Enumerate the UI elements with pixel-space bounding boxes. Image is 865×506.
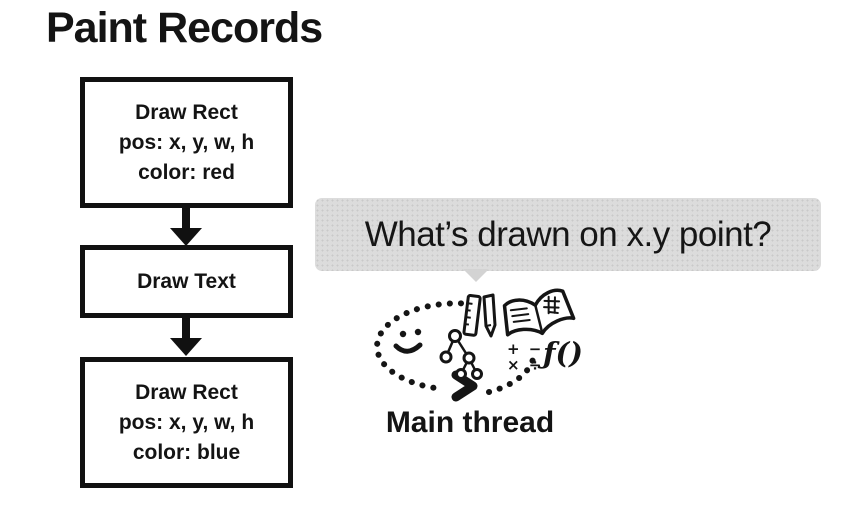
- flow-arrow-down: [170, 318, 202, 356]
- svg-text:ƒ(): ƒ(): [537, 336, 583, 370]
- box-line: Draw Rect: [135, 100, 238, 124]
- tree-diagram-icon: [439, 329, 483, 380]
- arrow-shaft: [182, 318, 190, 338]
- ruler-icon: [462, 294, 482, 337]
- box-line: Draw Text: [137, 269, 236, 293]
- arrow-head-icon: [170, 338, 202, 356]
- flow-arrow-down: [170, 208, 202, 246]
- box-line: Draw Rect: [135, 380, 238, 404]
- flow-box-draw-text: Draw Text: [80, 245, 293, 318]
- main-thread-label: Main thread: [385, 406, 555, 439]
- speech-bubble-text: What’s drawn on x.y point?: [364, 214, 772, 254]
- arrow-head-icon: [170, 228, 202, 246]
- open-book-icon: [502, 288, 576, 337]
- box-line: color: blue: [132, 440, 241, 464]
- flow-box-draw-rect-red: Draw Rect pos: x, y, w, h color: red: [80, 77, 293, 208]
- flow-box-draw-rect-blue: Draw Rect pos: x, y, w, h color: blue: [80, 357, 293, 488]
- smiley-face-icon: [393, 328, 423, 354]
- math-symbols-icon: + − × ÷: [507, 340, 543, 374]
- page-title: Paint Records: [46, 4, 323, 52]
- speech-bubble-tail: [463, 269, 489, 282]
- pencil-icon: [482, 293, 497, 338]
- arrow-shaft: [182, 208, 190, 228]
- function-icon: ƒ(): [537, 336, 583, 370]
- svg-text:× ÷: × ÷: [507, 356, 543, 374]
- svg-text:+ −: + −: [507, 340, 543, 358]
- box-line: pos: x, y, w, h: [118, 410, 255, 434]
- box-line: color: red: [138, 160, 235, 184]
- dotted-loop-icon: [374, 300, 538, 395]
- main-thread-doodle: + − × ÷ ƒ(): [374, 288, 583, 402]
- speech-bubble: What’s drawn on x.y point?: [315, 198, 821, 282]
- box-line: pos: x, y, w, h: [118, 130, 255, 154]
